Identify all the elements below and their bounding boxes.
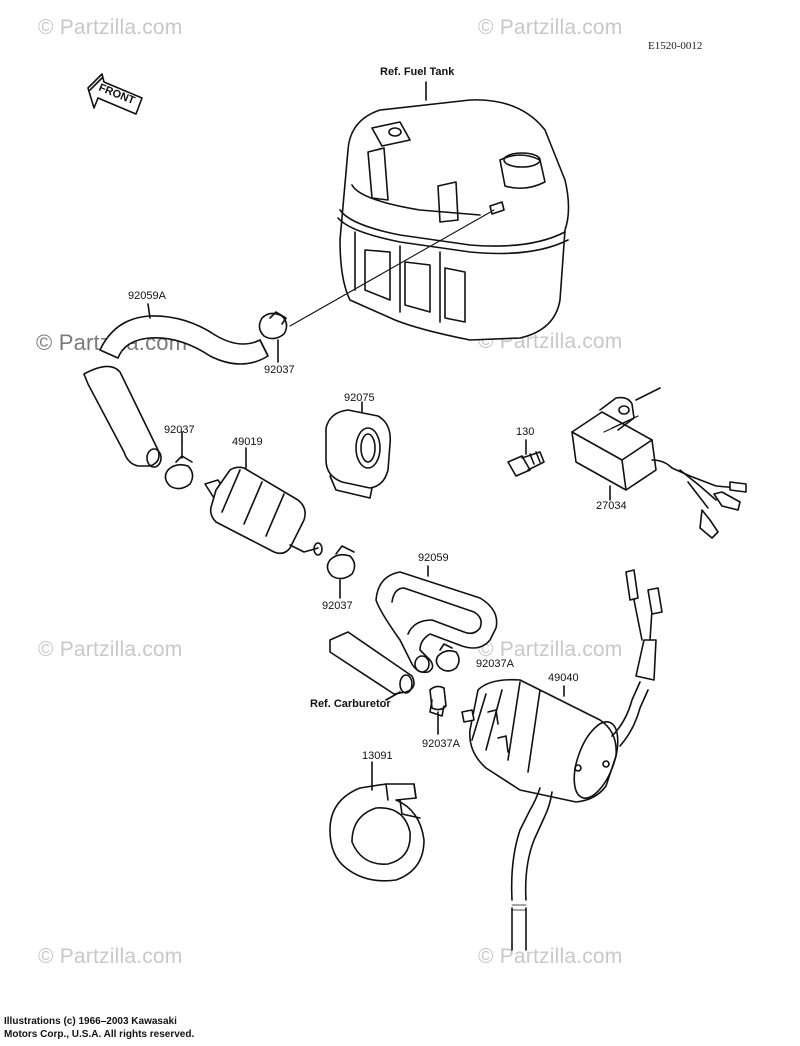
label-27034: 27034 bbox=[596, 500, 627, 512]
label-92037: 92037 bbox=[164, 424, 195, 436]
fuel-filter-49019 bbox=[204, 447, 323, 556]
copyright-line-1: Illustrations (c) 1966–2003 Kawasaki bbox=[4, 1016, 177, 1027]
label-92037: 92037 bbox=[322, 600, 353, 612]
bolt-130 bbox=[507, 439, 545, 477]
fuel-tank bbox=[337, 99, 570, 341]
label-13091: 13091 bbox=[362, 750, 393, 762]
label-92037a: 92037A bbox=[422, 738, 460, 750]
clamp-92037-top bbox=[258, 311, 288, 363]
watermark: © Partzilla.com bbox=[478, 945, 623, 968]
holder-92075 bbox=[325, 401, 392, 499]
label-92037: 92037 bbox=[264, 364, 295, 376]
watermark: © Partzilla.com bbox=[38, 16, 183, 39]
clamp-13091 bbox=[329, 761, 425, 882]
clamp-92037-mid bbox=[164, 439, 194, 490]
label-fuel-tank: Ref. Fuel Tank bbox=[380, 66, 455, 78]
ignitor-27034 bbox=[571, 387, 747, 539]
clamp-92037-low bbox=[326, 545, 356, 599]
label-92075: 92075 bbox=[344, 392, 375, 404]
label-130: 130 bbox=[516, 426, 535, 438]
watermark: © Partzilla.com bbox=[478, 16, 623, 39]
label-carburetor: Ref. Carburetor bbox=[310, 698, 391, 710]
clamp-92037a-lower bbox=[429, 685, 447, 735]
watermark: © Partzilla.com bbox=[38, 638, 183, 661]
fuel-pump-49040 bbox=[461, 569, 663, 951]
clamp-92037a-upper bbox=[435, 643, 460, 672]
carburetor-hose bbox=[329, 631, 415, 701]
label-92037a: 92037A bbox=[476, 658, 514, 670]
label-49040: 49040 bbox=[548, 672, 579, 684]
watermark: © Partzilla.com bbox=[38, 945, 183, 968]
front-arrow-icon: FRONT bbox=[87, 73, 143, 115]
label-49019: 49019 bbox=[232, 436, 263, 448]
label-92059a: 92059A bbox=[128, 290, 166, 302]
diagram-code: E1520-0012 bbox=[648, 40, 703, 52]
hose-92059 bbox=[375, 565, 498, 674]
label-92059: 92059 bbox=[418, 552, 449, 564]
copyright-notice: Illustrations (c) 1966–2003 Kawasaki Mot… bbox=[4, 1015, 194, 1041]
copyright-line-2: Motors Corp., U.S.A. All rights reserved… bbox=[4, 1029, 195, 1040]
watermark: © Partzilla.com bbox=[478, 638, 623, 661]
